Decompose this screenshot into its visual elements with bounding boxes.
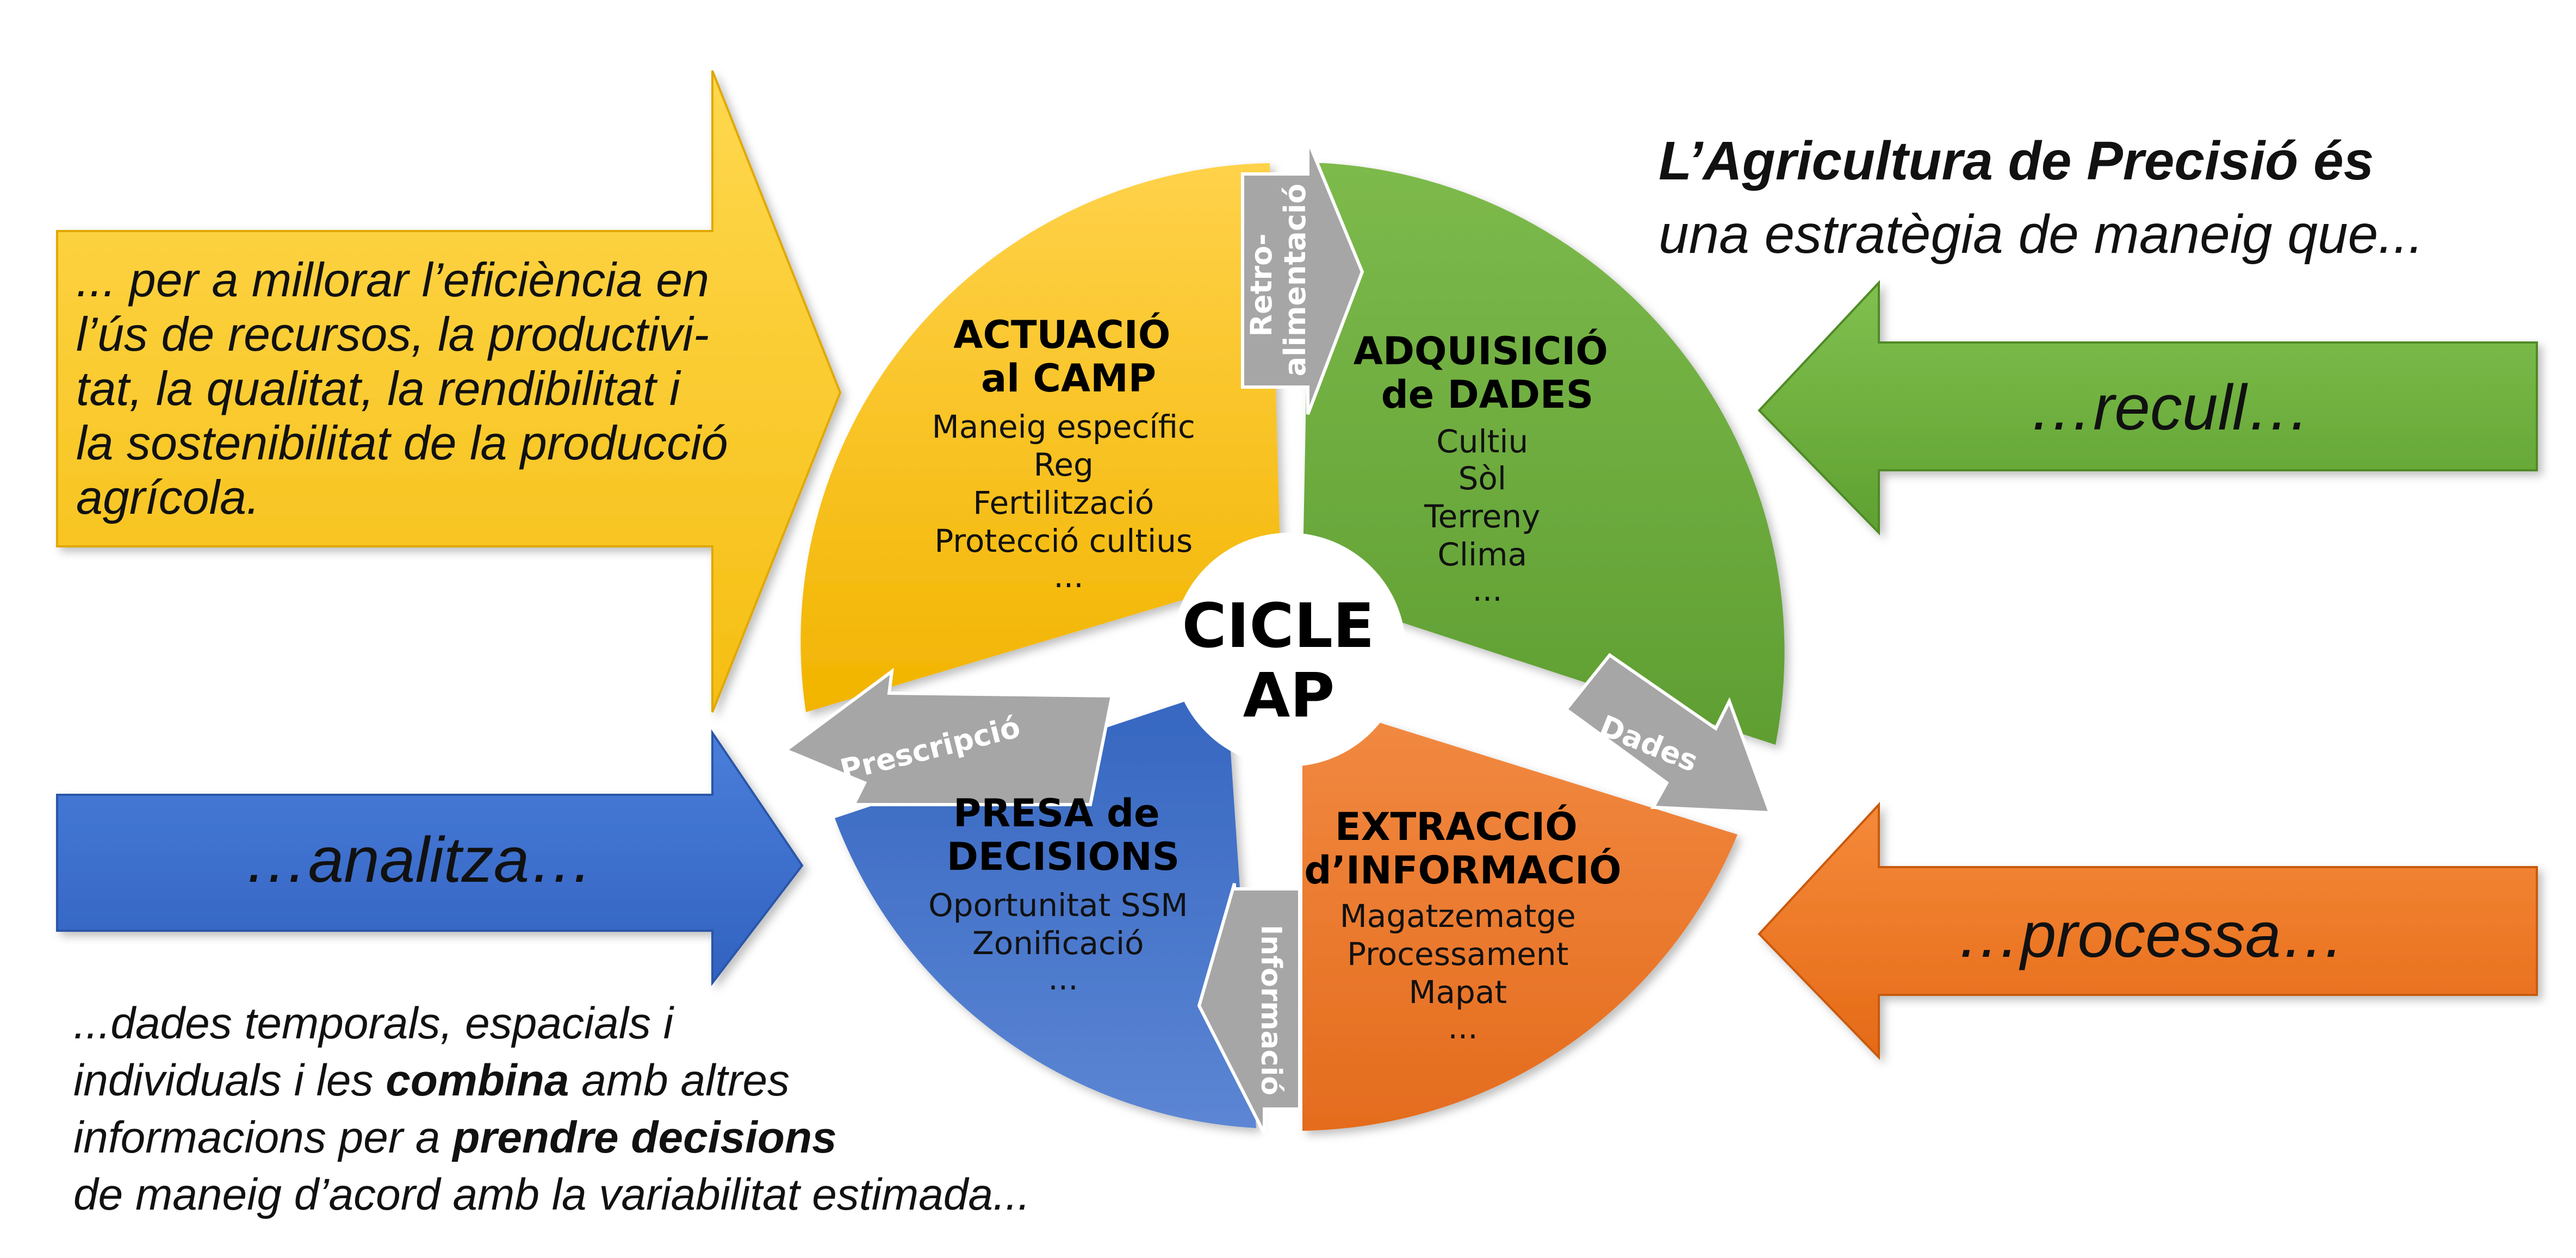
- presa-items: Oportunitat SSM Zonificació ...: [928, 887, 1198, 997]
- actuacio-title: ACTUACIÓ al CAMP: [953, 313, 1183, 401]
- center-circle: [1172, 533, 1406, 767]
- blue-right-arrow: [56, 729, 804, 986]
- connector-prescripcio-arrow: [782, 668, 1114, 806]
- connector-retro-arrow: [1241, 139, 1364, 415]
- analitza-label: …analitza…: [244, 824, 594, 896]
- sector-actuacio: [800, 163, 1281, 712]
- sector-adquisicio: [1302, 163, 1785, 745]
- recull-label: …recull…: [2029, 372, 2311, 444]
- yellow-right-arrow: [56, 70, 842, 713]
- adquisicio-title: ADQUISICIÓ de DADES: [1354, 329, 1621, 417]
- connector-dades-arrow: [1563, 652, 1773, 815]
- processa-label: …processa…: [1957, 899, 2345, 971]
- heading-rest: una estratègia de maneig que...: [1659, 204, 2424, 265]
- presa-title: PRESA de DECISIONS: [947, 791, 1180, 879]
- connector-informacio-arrow: [1197, 883, 1301, 1135]
- orange-left-arrow: [1758, 801, 2538, 1060]
- connector-informacio-label: Informació: [1255, 925, 1287, 1095]
- adquisicio-items: Cultiu Sòl Terreny Clima ...: [1424, 423, 1550, 608]
- extraccio-items: Magatzematge Processament Mapat ...: [1340, 898, 1586, 1046]
- extraccio-title: EXTRACCIÓ d’INFORMACIÓ: [1304, 805, 1621, 893]
- actuacio-items: Maneig específic Reg Fertilització Prote…: [932, 408, 1206, 595]
- connector-retro-label: Retro- alimentació: [1244, 184, 1312, 377]
- center-label: CICLE AP: [1182, 591, 1396, 731]
- sector-extraccio: [1302, 699, 1737, 1131]
- millorar-text: ... per a millorar l’eficiència en l’ús …: [76, 253, 741, 524]
- heading-bold: L’Agricultura de Precisió és: [1659, 130, 2374, 191]
- bottom-text: ...dades temporals, espacials i individu…: [73, 999, 1030, 1219]
- green-left-arrow: [1758, 279, 2538, 535]
